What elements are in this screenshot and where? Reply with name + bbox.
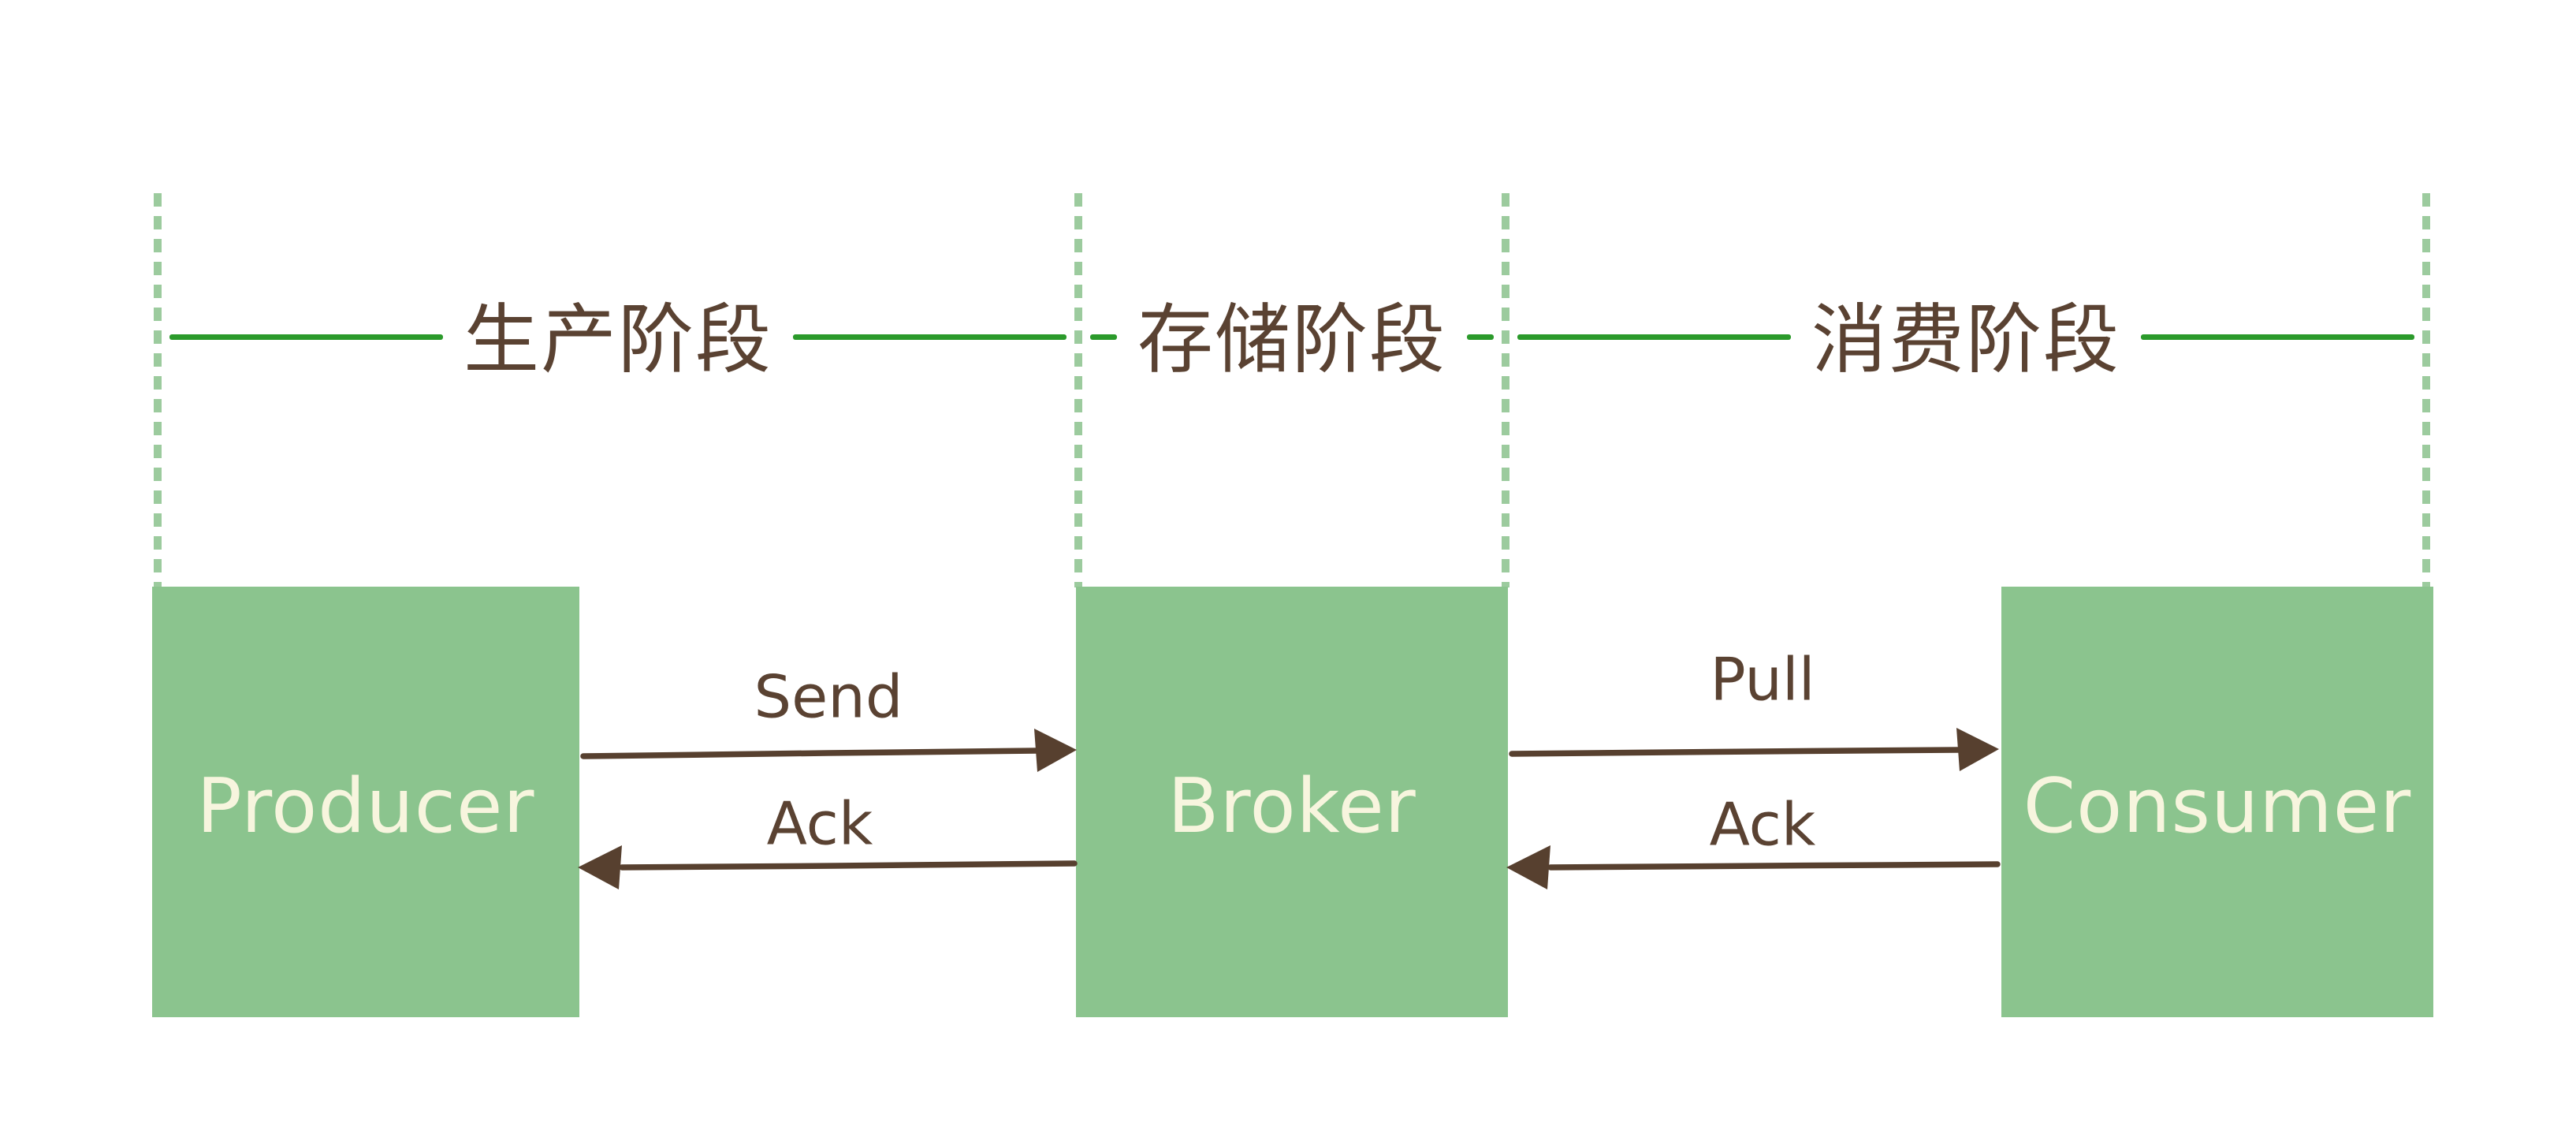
phase-line-segment [2141,334,2414,340]
producer-node: Producer [152,587,579,1017]
phase-production-label: 生产阶段 [463,296,772,384]
consumer-node-label: Consumer [2023,763,2412,850]
phase-storage: 存储阶段 [1082,282,1502,392]
phase-boundary-dashed-line-1 [154,193,162,587]
send-arrow-label: Send [754,662,903,732]
phase-production: 生产阶段 [162,282,1074,392]
phase-line-segment [793,334,1067,340]
phase-line-segment [1090,334,1117,340]
broker-node-label: Broker [1167,763,1416,850]
ack-left-arrow-label: Ack [766,789,873,859]
send-arrow [580,729,1077,772]
phase-boundary-dashed-line-3 [1502,193,1509,587]
phase-line-segment [169,334,443,340]
pull-arrow [1509,728,1999,771]
broker-node: Broker [1076,587,1508,1017]
phase-consumption-label: 消费阶段 [1811,296,2120,384]
producer-node-label: Producer [196,763,535,850]
phase-consumption: 消费阶段 [1509,282,2422,392]
phase-line-segment [1467,334,1494,340]
ack-right-arrow-label: Ack [1709,789,1816,859]
consumer-node: Consumer [2001,587,2433,1017]
phase-line-segment [1517,334,1791,340]
phase-boundary-dashed-line-2 [1074,193,1082,587]
pull-arrow-label: Pull [1710,644,1815,714]
phase-boundary-dashed-line-4 [2422,193,2430,587]
phase-storage-label: 存储阶段 [1137,296,1446,384]
